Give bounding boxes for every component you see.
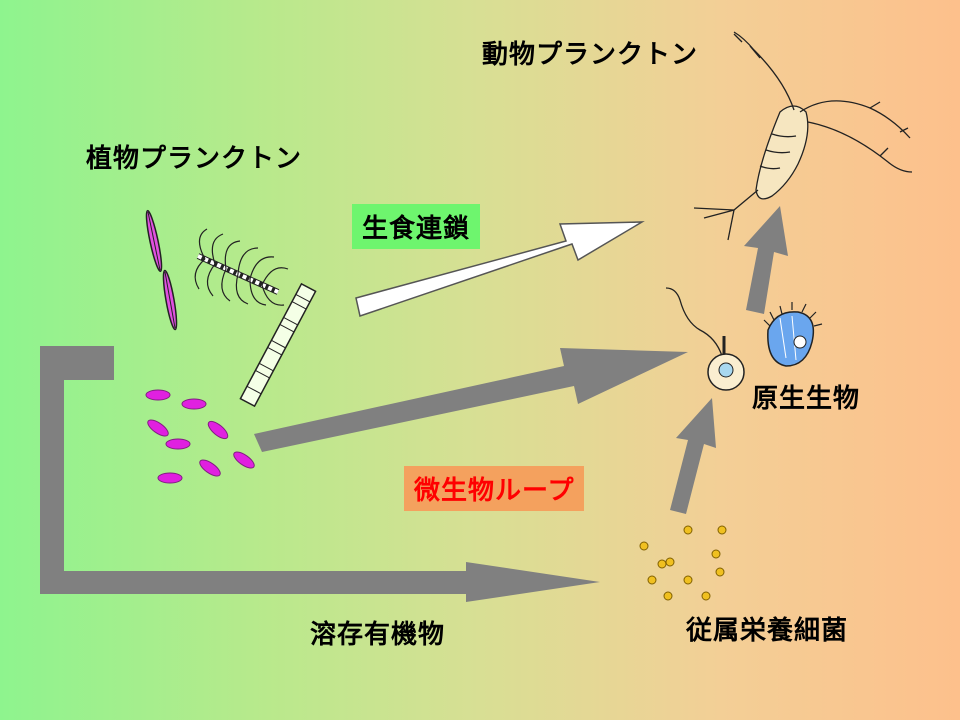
bacteria-label: 従属栄養細菌 [686, 616, 849, 646]
chain-diatom-icon [239, 282, 317, 408]
phytoplankton-label: 植物プランクトン [86, 144, 303, 174]
flagellate-icon [665, 287, 745, 391]
phyto-to-protozoa-arrow [254, 348, 688, 452]
bacteria-to-protozoa-arrow [670, 398, 716, 514]
protozoa-label: 原生生物 [752, 384, 861, 414]
ciliate-icon [763, 302, 823, 367]
dom-label: 溶存有機物 [310, 620, 446, 650]
diatom-icon [145, 209, 178, 331]
grazing-chain-arrow [355, 221, 645, 317]
bacteria-icon [639, 525, 727, 601]
chain-diatom-icon [194, 228, 289, 306]
dom-arrow [40, 346, 600, 602]
phyto-cells-icon [145, 389, 255, 484]
microbial-loop-box: 微生物ループ [404, 466, 585, 511]
copepod-icon [693, 31, 913, 241]
zooplankton-label: 動物プランクトン [482, 40, 699, 70]
grazing-chain-box: 生食連鎖 [352, 204, 481, 249]
protozoa-to-zooplankton-arrow [744, 206, 788, 314]
